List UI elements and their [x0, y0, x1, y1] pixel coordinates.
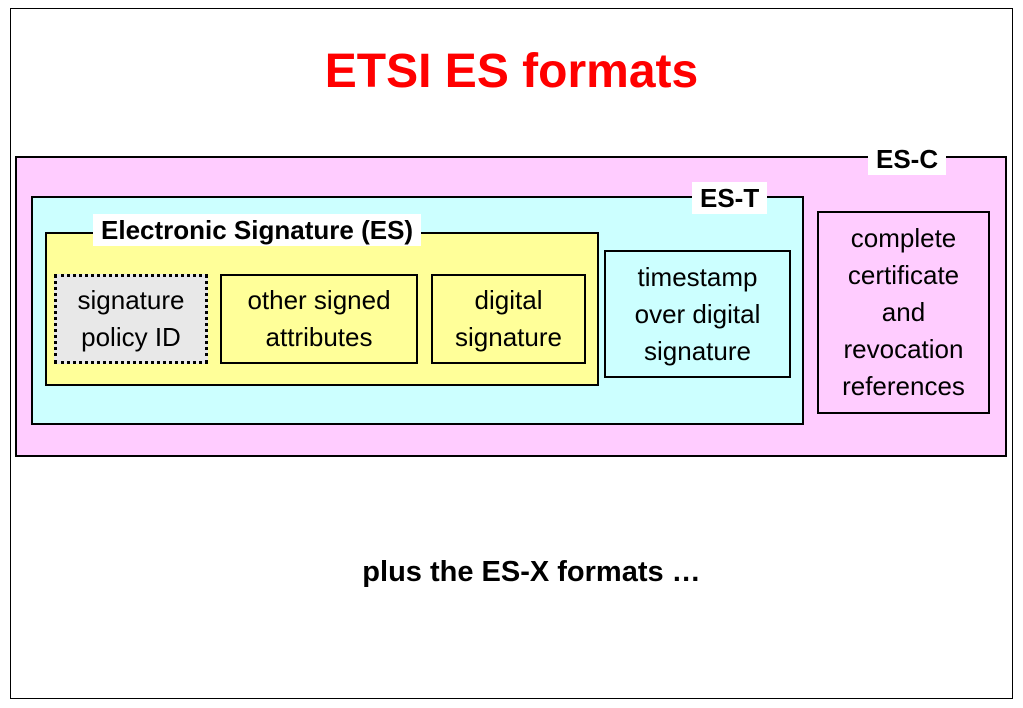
digital-line-1: digital	[474, 285, 543, 315]
other-signed-attributes-box: other signed attributes	[220, 274, 418, 364]
refs-line-2: certificate	[847, 260, 960, 290]
digital-signature-box: digital signature	[431, 274, 586, 364]
policy-line-1: signature	[77, 285, 185, 315]
policy-line-2: policy ID	[81, 322, 181, 352]
refs-line-3: and	[881, 297, 926, 327]
certificate-references-box: complete certificate and revocation refe…	[817, 211, 990, 414]
es-c-label: ES-C	[868, 143, 947, 175]
timestamp-line-3: signature	[644, 335, 751, 366]
refs-line-1: complete	[850, 223, 957, 253]
timestamp-box: timestamp over digital signature	[604, 250, 791, 378]
timestamp-line-1: timestamp	[637, 261, 758, 292]
signature-policy-id-box: signature policy ID	[54, 274, 208, 364]
es-t-label: ES-T	[692, 182, 768, 214]
refs-line-4: revocation	[843, 334, 964, 364]
refs-line-5: references	[842, 371, 965, 401]
digital-line-2: signature	[455, 322, 562, 352]
timestamp-line-2: over digital	[634, 298, 761, 329]
other-line-2: attributes	[265, 322, 373, 352]
es-label: Electronic Signature (ES)	[93, 214, 422, 246]
footer-text: plus the ES-X formats …	[362, 556, 701, 588]
slide-title: ETSI ES formats	[324, 45, 699, 98]
other-line-1: other signed	[247, 285, 391, 315]
